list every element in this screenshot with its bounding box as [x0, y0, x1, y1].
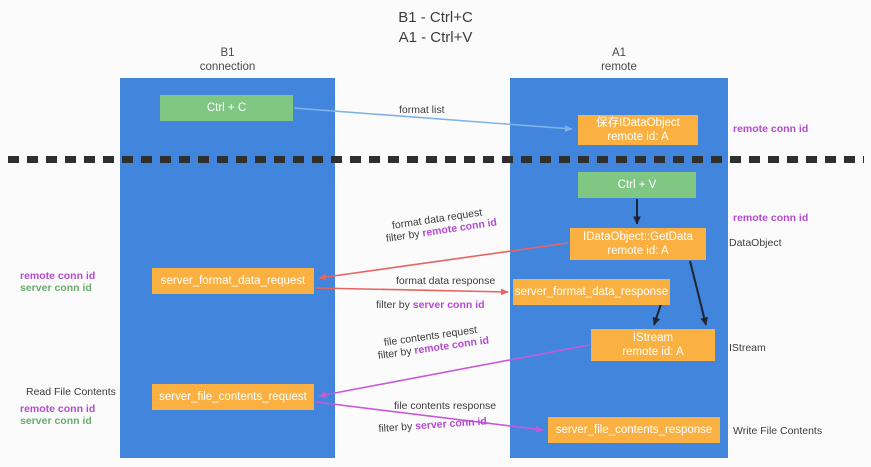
edge-label-format-data-response: format data response — [396, 275, 496, 287]
node-server-format-data-response-label: server_format_data_response — [514, 286, 669, 298]
annotation-server-conn-id-1: server conn id — [20, 282, 92, 294]
node-server-file-contents-response[interactable]: server_file_contents_response — [548, 417, 720, 443]
annotation-read-file-contents: Read File Contents — [26, 386, 116, 398]
title-line-2: A1 - Ctrl+V — [398, 29, 473, 46]
node-save-dataobject-sub: remote id: A — [607, 131, 669, 143]
annotation-write-file-contents: Write File Contents — [733, 425, 823, 437]
node-server-format-data-request[interactable]: server_format_data_request — [152, 268, 314, 294]
filter-prefix: filter by — [378, 420, 416, 435]
lane-header-a1: A1 remote — [510, 46, 728, 74]
connector-format-data-response — [315, 287, 509, 296]
edge-label-format-data-response-filter: filter by server conn id — [376, 298, 485, 312]
lane-b1-name: B1 — [220, 47, 235, 59]
annotation-istream: IStream — [729, 342, 766, 354]
title-line-1: B1 - Ctrl+C — [398, 9, 473, 26]
node-istream[interactable]: IStream remote id: A — [591, 329, 715, 361]
node-ctrl-c[interactable]: Ctrl + C — [160, 95, 293, 121]
filter-key-server-conn-id: server conn id — [412, 299, 485, 311]
node-server-format-data-response[interactable]: server_format_data_response — [513, 279, 670, 305]
node-save-dataobject-label: 保存IDataObject — [596, 117, 680, 129]
annotation-remote-conn-id-3: remote conn id — [20, 270, 96, 282]
node-istream-label: IStream — [632, 332, 674, 344]
edge-label-file-contents-response-filter: filter by server conn id — [378, 414, 487, 436]
edge-label-file-contents-response: file contents response — [394, 400, 497, 412]
annotation-dataobject: DataObject — [729, 237, 782, 249]
filter-key-server-conn-id: server conn id — [414, 415, 488, 433]
node-ctrl-v[interactable]: Ctrl + V — [578, 172, 696, 198]
node-server-file-contents-request[interactable]: server_file_contents_request — [152, 384, 314, 410]
page-title: B1 - Ctrl+C A1 - Ctrl+V — [0, 8, 871, 48]
node-ctrl-c-label: Ctrl + C — [206, 102, 247, 114]
node-istream-sub: remote id: A — [622, 346, 684, 358]
lane-a1-name: A1 — [611, 47, 627, 59]
node-getdata-label: IDataObject::GetData — [583, 231, 693, 243]
node-server-file-contents-response-label: server_file_contents_response — [555, 424, 713, 436]
lane-a1-subtitle: remote — [601, 61, 637, 73]
filter-prefix: filter by — [376, 299, 413, 311]
annotation-remote-conn-id-2: remote conn id — [733, 212, 809, 224]
node-getdata[interactable]: IDataObject::GetData remote id: A — [570, 228, 706, 260]
annotation-server-conn-id-2: server conn id — [20, 415, 92, 427]
lane-b1-subtitle: connection — [199, 61, 256, 73]
node-server-file-contents-request-label: server_file_contents_request — [159, 391, 307, 403]
node-getdata-sub: remote id: A — [607, 245, 669, 257]
filter-prefix: filter by — [385, 227, 424, 245]
node-save-dataobject[interactable]: 保存IDataObject remote id: A — [578, 115, 698, 145]
annotation-remote-conn-id-1: remote conn id — [733, 123, 809, 135]
node-ctrl-v-label: Ctrl + V — [617, 179, 657, 191]
phase-separator — [8, 156, 864, 163]
annotation-remote-conn-id-4: remote conn id — [20, 403, 96, 415]
node-server-format-data-request-label: server_format_data_request — [160, 275, 306, 287]
filter-prefix: filter by — [377, 344, 416, 362]
lane-header-b1: B1 connection — [120, 46, 335, 74]
edge-label-format-list: format list — [399, 104, 445, 116]
